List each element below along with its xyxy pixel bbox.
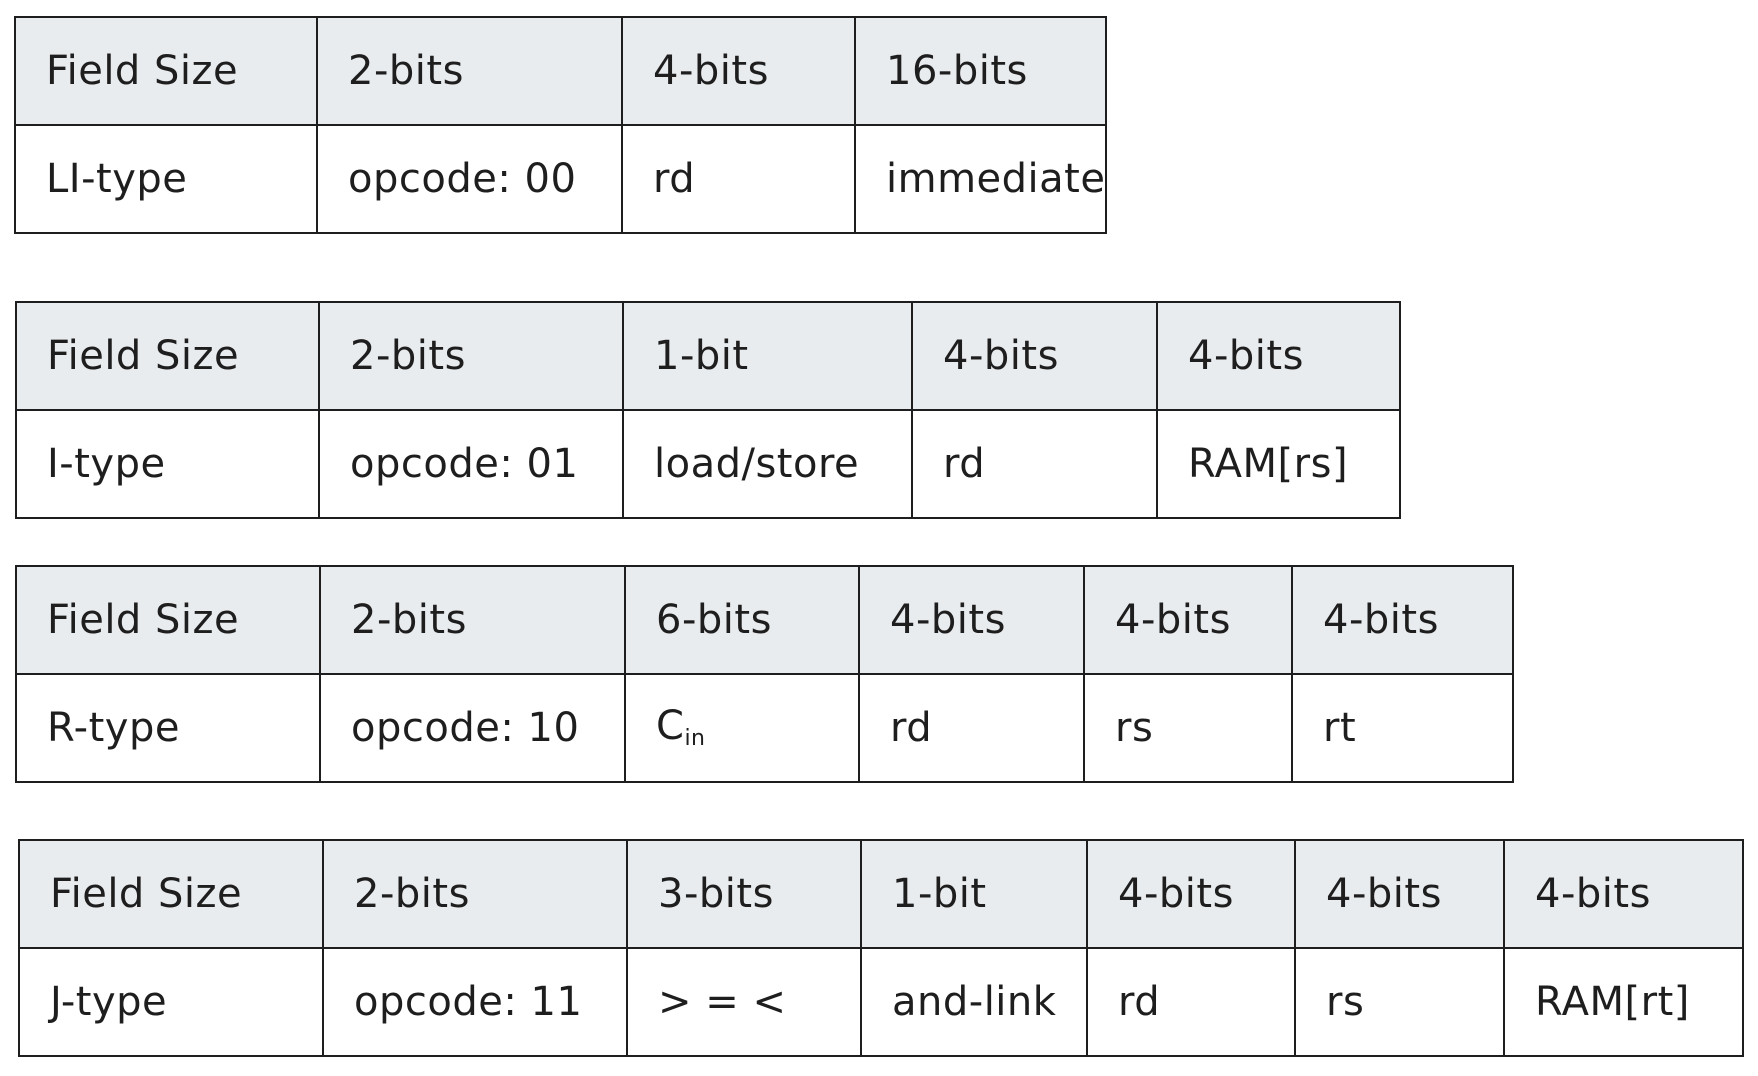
type-label: R-type bbox=[15, 673, 321, 783]
type-label: J-type bbox=[18, 947, 324, 1057]
opcode-cell: opcode: 10 bbox=[319, 673, 626, 783]
li-type-row: LI-type opcode: 00 rd immediate bbox=[14, 124, 1108, 234]
field-size-label: Field Size bbox=[15, 565, 321, 675]
field-size-row: Field Size 2-bits 3-bits 1-bit 4-bits 4-… bbox=[18, 839, 1744, 949]
i-type-format-table: Field Size 2-bits 1-bit 4-bits 4-bits I-… bbox=[15, 301, 1401, 519]
and-link-size-cell: 1-bit bbox=[860, 839, 1088, 949]
rd-cell: rd bbox=[621, 124, 856, 234]
field-size-row: Field Size 2-bits 6-bits 4-bits 4-bits 4… bbox=[15, 565, 1514, 675]
and-link-cell: and-link bbox=[860, 947, 1088, 1057]
rd-size-cell: 4-bits bbox=[858, 565, 1085, 675]
type-label: LI-type bbox=[14, 124, 318, 234]
cin-cell: Cin bbox=[624, 673, 860, 783]
rs-size-cell: 4-bits bbox=[1294, 839, 1505, 949]
field-size-label: Field Size bbox=[14, 16, 318, 126]
cin-subscript: in bbox=[684, 726, 706, 751]
ram-rs-size-cell: 4-bits bbox=[1156, 301, 1401, 411]
opcode-cell: opcode: 00 bbox=[316, 124, 623, 234]
ram-rs-cell: RAM[rs] bbox=[1156, 409, 1401, 519]
rd-cell: rd bbox=[911, 409, 1158, 519]
rs-size-cell: 4-bits bbox=[1083, 565, 1293, 675]
field-size-row: Field Size 2-bits 4-bits 16-bits bbox=[14, 16, 1108, 126]
opcode-cell: opcode: 11 bbox=[322, 947, 628, 1057]
cin-size-cell: 6-bits bbox=[624, 565, 860, 675]
j-type-row: J-type opcode: 11 > = < and-link rd rs R… bbox=[18, 947, 1744, 1057]
rd-size-cell: 4-bits bbox=[911, 301, 1158, 411]
condition-cell: > = < bbox=[626, 947, 862, 1057]
opcode-size-cell: 2-bits bbox=[319, 565, 626, 675]
rt-size-cell: 4-bits bbox=[1291, 565, 1514, 675]
type-label: I-type bbox=[15, 409, 320, 519]
rd-cell: rd bbox=[858, 673, 1085, 783]
rs-cell: rs bbox=[1294, 947, 1505, 1057]
rt-cell: rt bbox=[1291, 673, 1514, 783]
immediate-cell: immediate bbox=[853, 124, 1108, 234]
rd-size-cell: 4-bits bbox=[1086, 839, 1296, 949]
cin-symbol: C bbox=[656, 703, 685, 749]
li-type-format-table: Field Size 2-bits 4-bits 16-bits LI-type… bbox=[14, 16, 1108, 234]
opcode-cell: opcode: 01 bbox=[318, 409, 624, 519]
rs-cell: rs bbox=[1083, 673, 1293, 783]
ram-rt-size-cell: 4-bits bbox=[1503, 839, 1744, 949]
r-type-format-table: Field Size 2-bits 6-bits 4-bits 4-bits 4… bbox=[15, 565, 1514, 783]
opcode-size-cell: 2-bits bbox=[318, 301, 624, 411]
opcode-size-cell: 2-bits bbox=[322, 839, 628, 949]
field-size-label: Field Size bbox=[15, 301, 320, 411]
condition-size-cell: 3-bits bbox=[626, 839, 862, 949]
j-type-format-table: Field Size 2-bits 3-bits 1-bit 4-bits 4-… bbox=[18, 839, 1744, 1057]
ram-rt-cell: RAM[rt] bbox=[1503, 947, 1744, 1057]
opcode-size-cell: 2-bits bbox=[316, 16, 623, 126]
field-size-row: Field Size 2-bits 1-bit 4-bits 4-bits bbox=[15, 301, 1401, 411]
rd-size-cell: 4-bits bbox=[621, 16, 856, 126]
load-store-cell: load/store bbox=[622, 409, 913, 519]
field-size-label: Field Size bbox=[18, 839, 324, 949]
i-type-row: I-type opcode: 01 load/store rd RAM[rs] bbox=[15, 409, 1401, 519]
load-store-size-cell: 1-bit bbox=[622, 301, 913, 411]
r-type-row: R-type opcode: 10 Cin rd rs rt bbox=[15, 673, 1514, 783]
immediate-size-cell: 16-bits bbox=[853, 16, 1108, 126]
rd-cell: rd bbox=[1086, 947, 1296, 1057]
